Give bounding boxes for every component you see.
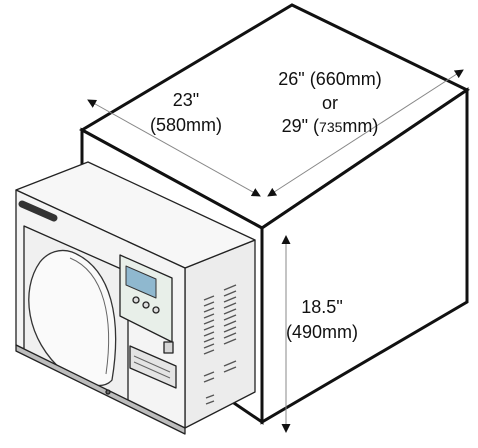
- width-label-metric: (580mm): [150, 115, 222, 135]
- panel-button-3: [152, 306, 160, 314]
- depth-dimension-line: [267, 69, 464, 197]
- door-latch: [163, 341, 174, 354]
- height-label-metric: (490mm): [286, 322, 358, 342]
- autoclave-device: [15, 161, 256, 435]
- depth-label-or: or: [322, 93, 338, 113]
- brand-badge: [18, 200, 58, 222]
- depth-label-option-1: 26" (660mm): [278, 69, 381, 89]
- panel-button-1: [132, 296, 140, 304]
- dimension-lines: [87, 69, 464, 433]
- depth-label-option-2: 29" (735mm): [282, 116, 379, 136]
- power-indicator: [105, 389, 111, 395]
- side-vents: [203, 284, 237, 405]
- height-label-imperial: 18.5": [301, 297, 342, 317]
- door-window-inner: [69, 257, 110, 375]
- display-screen: [125, 265, 157, 299]
- front-drawer: [129, 345, 177, 389]
- panel-button-2: [142, 301, 150, 309]
- device-foot: [15, 344, 186, 435]
- dimension-labels: 23" (580mm) 26" (660mm) or 29" (735mm) 1…: [150, 69, 382, 342]
- width-label-imperial: 23": [173, 90, 199, 110]
- width-dimension-line: [87, 99, 261, 197]
